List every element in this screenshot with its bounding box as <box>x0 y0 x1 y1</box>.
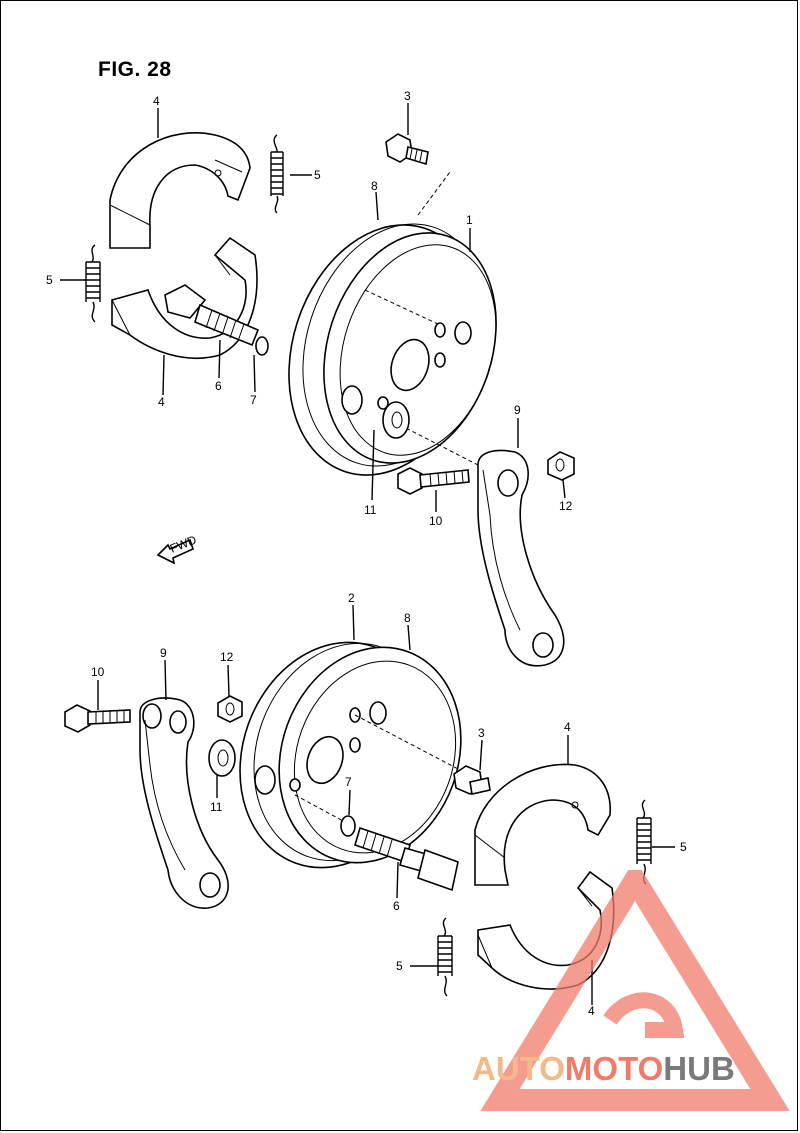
callout-10b: 10 <box>91 665 105 679</box>
callout-11a: 11 <box>364 503 377 517</box>
bolt-lower <box>453 765 491 795</box>
watermark-hub: HUB <box>663 1050 735 1087</box>
callout-12a: 12 <box>559 499 573 513</box>
callout-6b: 6 <box>393 899 400 913</box>
callout-5c: 5 <box>680 840 687 854</box>
watermark-moto: MOTO <box>564 1050 664 1087</box>
washer-upper <box>255 336 269 356</box>
bolt-upper <box>385 133 429 166</box>
return-spring-upper-a <box>270 134 284 214</box>
washer-lower <box>340 815 356 837</box>
callout-5d: 5 <box>396 959 403 973</box>
callout-3b: 3 <box>478 726 485 740</box>
forward-arrow-icon: FWD <box>156 532 199 565</box>
brake-drum-upper <box>288 223 497 476</box>
watermark-auto: AUTO <box>472 1050 565 1087</box>
figure-title: FIG. 28 <box>98 58 172 81</box>
callout-4b: 4 <box>158 395 165 409</box>
callout-3a: 3 <box>404 89 411 103</box>
watermark-text: AUTOMOTOHUB <box>472 1050 735 1088</box>
return-spring-upper-b <box>85 244 101 323</box>
watermark-logo-icon <box>480 870 790 1111</box>
brake-arm-lower <box>139 697 229 909</box>
arm-bolt-upper <box>397 467 470 495</box>
arm-nut-upper <box>547 451 575 481</box>
callout-4a: 4 <box>153 94 160 108</box>
callout-9a: 9 <box>514 403 521 417</box>
callout-5a: 5 <box>314 168 321 182</box>
callout-4c: 4 <box>564 720 571 734</box>
callout-11b: 11 <box>210 800 223 814</box>
callout-6a: 6 <box>215 379 222 393</box>
callout-1: 1 <box>466 213 473 227</box>
brake-shoe-lower-a <box>474 763 611 886</box>
arm-nut-lower <box>217 695 243 723</box>
brake-camshaft-upper <box>164 284 260 347</box>
brake-shoe-lower-b <box>477 870 615 990</box>
brake-shoe-upper-a <box>109 132 251 249</box>
callout-5b: 5 <box>46 273 53 287</box>
washer-large-lower <box>208 739 236 777</box>
return-spring-lower-b <box>437 917 453 997</box>
callout-8a: 8 <box>371 179 378 193</box>
brake-shoe-upper-b <box>111 236 258 359</box>
callout-12b: 12 <box>220 650 234 664</box>
washer-large-upper <box>382 401 410 439</box>
leader-lines <box>60 103 675 1005</box>
callout-10a: 10 <box>429 514 443 528</box>
callout-7b: 7 <box>345 775 352 789</box>
callout-9b: 9 <box>160 646 167 660</box>
arm-bolt-lower <box>64 704 131 733</box>
brake-drum-lower <box>239 641 462 869</box>
brake-arm-upper <box>477 449 565 667</box>
brake-camshaft-lower <box>354 826 459 892</box>
callout-2: 2 <box>348 591 355 605</box>
callout-8b: 8 <box>404 611 411 625</box>
callout-4d: 4 <box>588 1004 595 1018</box>
callout-7a: 7 <box>250 393 257 407</box>
